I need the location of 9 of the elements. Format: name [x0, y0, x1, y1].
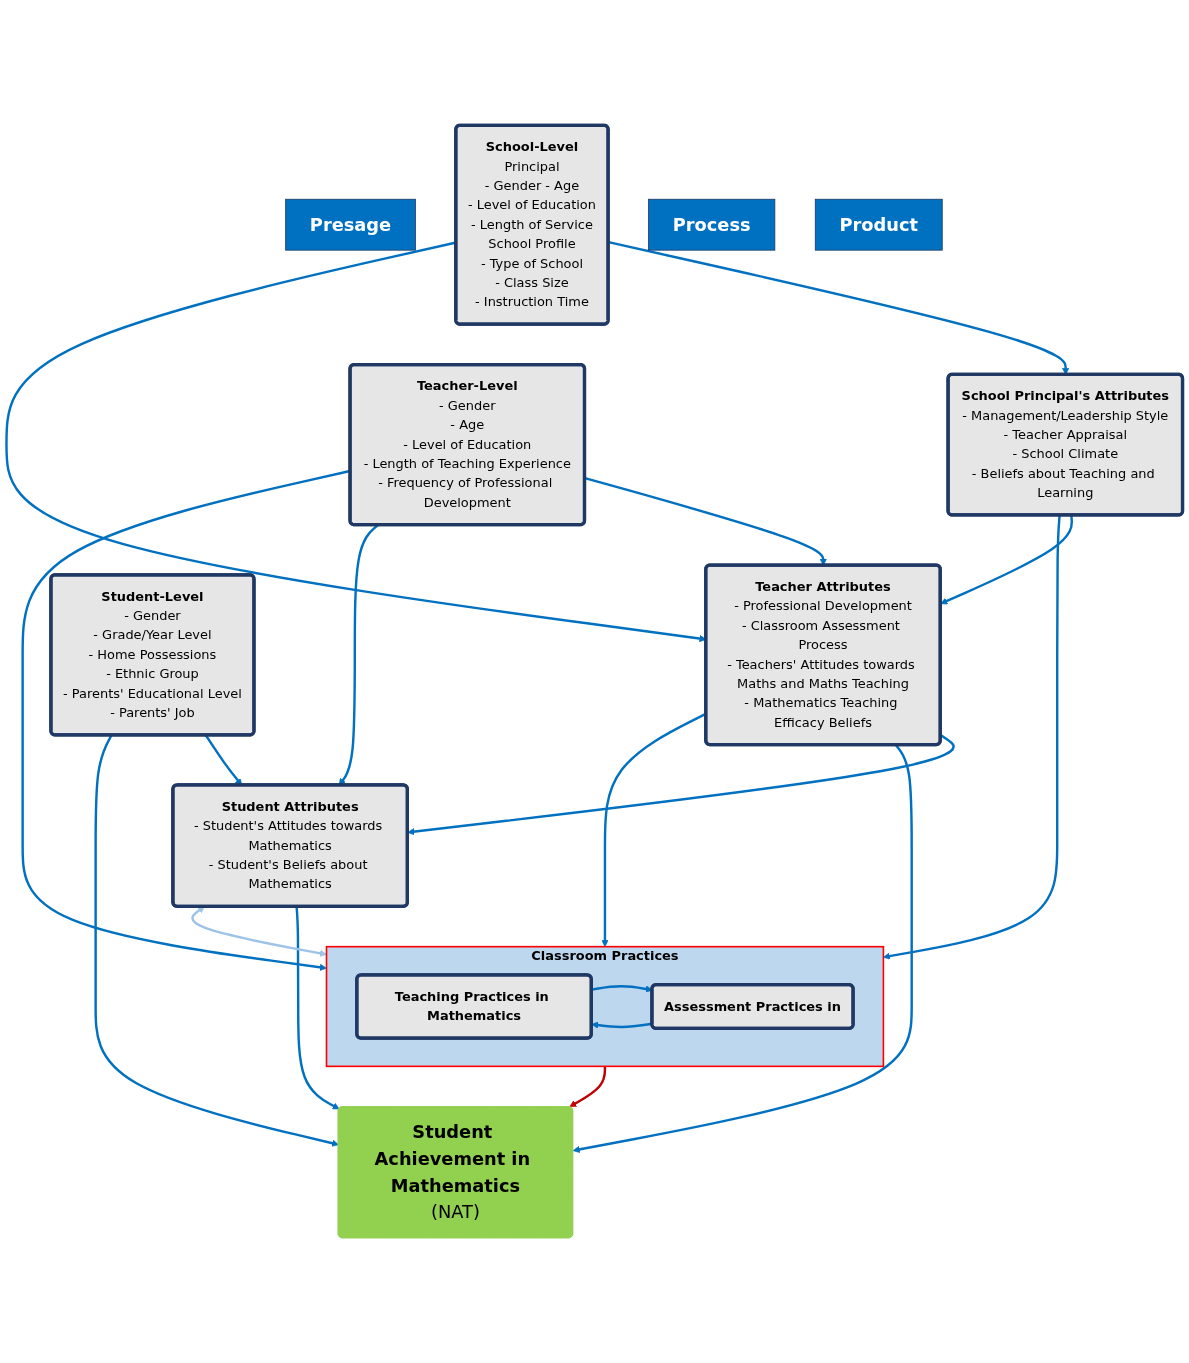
- arrow: [191, 906, 327, 957]
- node-box: Presage: [285, 198, 416, 251]
- arrow: [572, 744, 913, 1153]
- arrow: [295, 906, 340, 1110]
- arrow: [94, 734, 339, 1147]
- node-box: Product: [814, 198, 943, 251]
- arrow: [883, 514, 1061, 960]
- arrow: [569, 1066, 607, 1108]
- node-box: Process: [648, 198, 776, 251]
